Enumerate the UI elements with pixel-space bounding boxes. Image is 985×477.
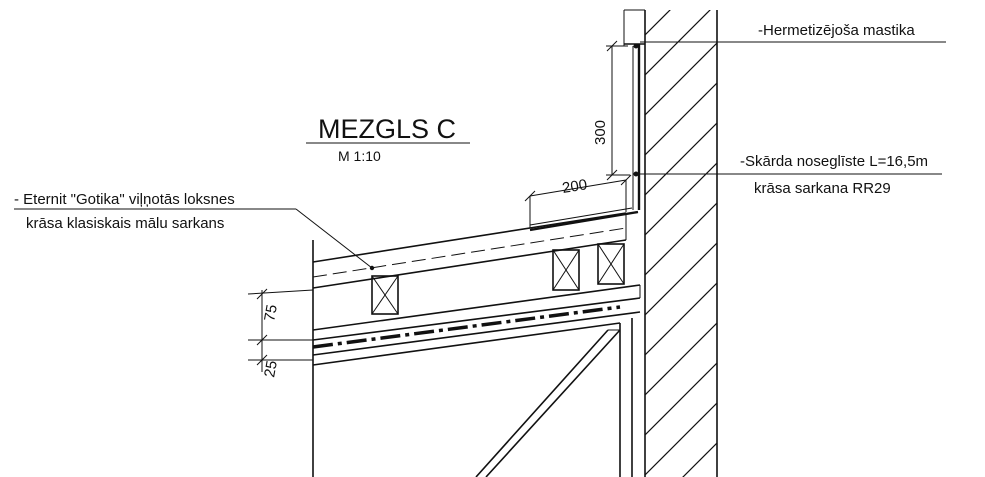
roof-sheet-layer: [312, 212, 627, 477]
callout-flashing-text-2: krāsa sarkana RR29: [754, 180, 891, 197]
dimension-75-25: 75 25: [247, 288, 314, 379]
sealant-point: [633, 43, 639, 49]
title-block: MEZGLS C M 1:10: [306, 114, 470, 164]
callout-flashing: -Skārda noseglīste L=16,5m krāsa sarkana…: [636, 153, 942, 197]
truss-members: [475, 318, 633, 477]
dimension-200-label: 200: [561, 176, 588, 197]
batten: [371, 275, 399, 315]
batten: [597, 243, 625, 285]
callout-sealant: -Hermetizējoša mastika: [640, 22, 946, 43]
masonry-wall: [623, 9, 718, 477]
callout-roof-sheets-text-2: krāsa klasiskais mālu sarkans: [26, 215, 224, 232]
board-layer: [312, 284, 641, 341]
callout-roof-sheets-text-1: - Eternit "Gotika" viļņotās loksnes: [14, 191, 235, 208]
callout-roof-sheets: - Eternit "Gotika" viļņotās loksnes krās…: [14, 191, 375, 271]
dimension-25-label: 25: [261, 359, 281, 378]
dimension-300-label: 300: [592, 120, 609, 145]
callout-flashing-text-1: -Skārda noseglīste L=16,5m: [740, 153, 928, 170]
dimension-300: 300: [592, 40, 630, 181]
drawing-scale: M 1:10: [338, 148, 381, 164]
dimension-200: 200: [524, 174, 632, 228]
flashing-profile: [529, 43, 645, 232]
callout-sealant-text: -Hermetizējoša mastika: [758, 22, 915, 39]
batten: [552, 249, 580, 291]
battens: [371, 243, 625, 315]
drawing-title: MEZGLS C: [318, 114, 456, 144]
dimension-75-label: 75: [261, 303, 281, 322]
membrane-layer: [312, 305, 641, 366]
